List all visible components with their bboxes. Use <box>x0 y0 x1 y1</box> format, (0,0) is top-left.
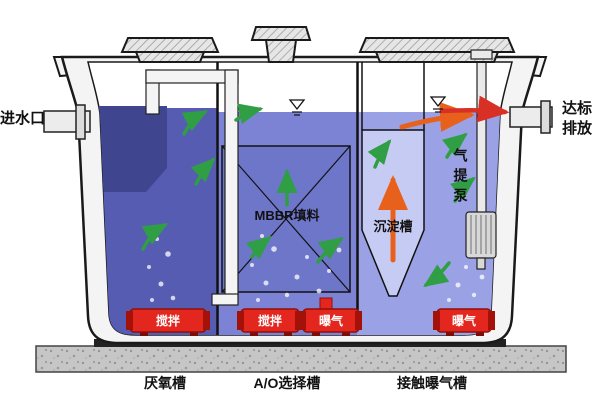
mbbr-brace-2 <box>221 145 351 293</box>
flow-arrow-green-2 <box>190 157 216 186</box>
concrete-base <box>35 345 567 373</box>
flow-arrow-green-4 <box>234 103 264 124</box>
aerator-1 <box>299 308 362 333</box>
lid-left <box>120 37 220 63</box>
equipment-label-mixer-2: 搅拌 <box>257 314 282 328</box>
flow-arrows <box>141 95 510 287</box>
airlift-pipe <box>476 57 487 215</box>
flow-arrow-green-3 <box>141 223 169 251</box>
water-level-icon-left <box>288 99 306 116</box>
water-level-icon-right <box>429 96 447 113</box>
inlet-pipe <box>43 104 91 140</box>
airlift-pump-body <box>465 211 497 270</box>
equipment-label-aerator-2: 曝气 <box>451 314 476 328</box>
equipment-feet <box>140 332 484 336</box>
flow-arrow-orange-right <box>399 101 475 132</box>
mbbr-label: MBBR填料 <box>254 208 320 223</box>
settling-label: 沉淀槽 <box>373 219 413 234</box>
outlet-pipe <box>509 100 553 134</box>
flow-arrow-green-11 <box>423 261 451 287</box>
flow-arrow-green-9 <box>442 132 468 159</box>
equipment-label-mixer-1: 搅拌 <box>155 314 180 328</box>
flow-arrow-green-8 <box>367 139 392 169</box>
lid-center <box>250 26 312 63</box>
inlet-flange <box>75 104 86 140</box>
airlift-pump-label: 气提泵 <box>452 148 469 208</box>
inlet-label: 进水口 <box>0 110 46 127</box>
outlet-label-line1: 达标 <box>561 100 592 117</box>
aerator-2 <box>433 308 495 333</box>
flow-arrow-green-1 <box>181 110 209 136</box>
mixer-2 <box>237 308 302 333</box>
flow-arrow-green-7 <box>246 235 272 260</box>
equipment-label-aerator-1: 曝气 <box>318 314 343 328</box>
airlift-pipe-top <box>470 49 493 60</box>
mixer-1 <box>126 308 210 333</box>
tank-label-ao: A/O选择槽 <box>253 375 321 391</box>
flow-arrow-green-6 <box>316 237 344 264</box>
flow-arrow-green-10 <box>450 176 476 203</box>
aerator-riser <box>319 297 333 310</box>
outlet-label-line2: 排放 <box>561 120 592 137</box>
outlet-flange <box>540 100 551 134</box>
transfer-pipe <box>145 69 239 306</box>
tank-label-anaerobic: 厌氧槽 <box>144 375 186 391</box>
inlet-chamber <box>88 106 167 192</box>
lid-right <box>358 37 516 63</box>
flow-arrow-red-right <box>439 95 510 123</box>
tank-label-contact: 接触曝气槽 <box>397 375 467 391</box>
